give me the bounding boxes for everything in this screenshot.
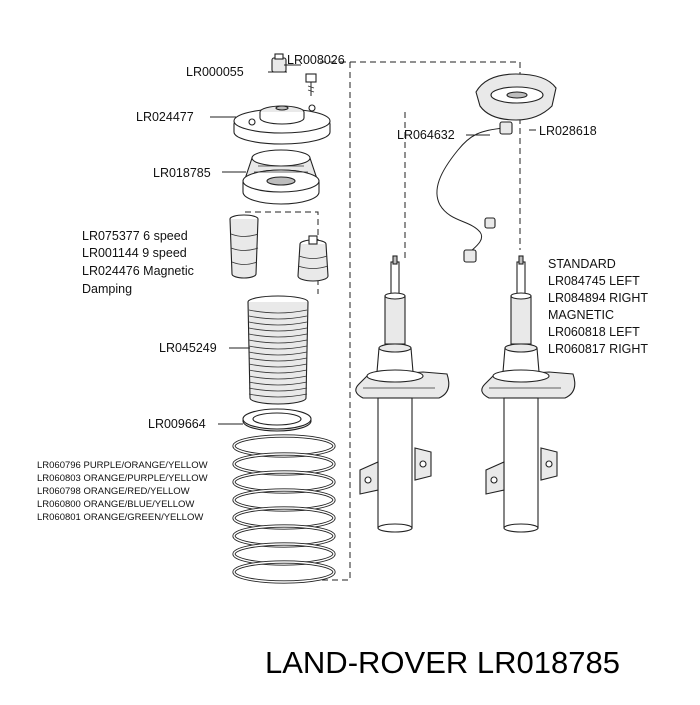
bump-stop-right-part [297,235,329,282]
strut-code-lr084745: LR084745 LEFT [548,274,640,288]
label-lr008026: LR008026 [287,53,345,67]
spring-code-1: LR060796 PURPLE/ORANGE/YELLOW [37,460,208,471]
strut-mount-bearing-part [242,149,320,205]
label-lr045249: LR045249 [159,341,217,355]
spring-code-2: LR060803 ORANGE/PURPLE/YELLOW [37,473,208,484]
spring-code-list: LR060796 PURPLE/ORANGE/YELLOW LR060803 O… [37,460,208,523]
strut-code-magnetic: MAGNETIC [548,308,614,322]
spring-code-3: LR060798 ORANGE/RED/YELLOW [37,486,190,497]
label-lr000055: LR000055 [186,65,244,79]
label-lr064632: LR064632 [397,128,455,142]
part-labels: LR008026 LR000055 LR024477 LR018785 LR07… [82,53,597,431]
upper-mount-right-part [475,73,557,121]
dust-boot-part [247,295,309,405]
label-lr024476-line2: Damping [82,282,132,296]
coil-spring-part [232,434,336,584]
strut-assembly-right [481,255,576,533]
upper-mount-plate-part [233,104,331,145]
footer-title: LAND-ROVER LR018785 [265,645,620,680]
top-bolt-part [305,73,317,96]
strut-code-lr060818: LR060818 LEFT [548,325,640,339]
label-lr018785: LR018785 [153,166,211,180]
strut-code-lr084894: LR084894 RIGHT [548,291,648,305]
top-nut-part [271,53,301,73]
strut-assembly-left [355,255,450,533]
label-lr075377: LR075377 6 speed [82,229,188,243]
spring-code-5: LR060801 ORANGE/GREEN/YELLOW [37,512,203,523]
label-lr024476-line1: LR024476 Magnetic [82,264,194,278]
label-lr001144: LR001144 9 speed [82,246,187,260]
dashed-guides [245,61,521,581]
label-lr028618: LR028618 [539,124,597,138]
spring-seat-part [242,408,312,432]
label-lr024477: LR024477 [136,110,194,124]
leader-lines [210,71,536,425]
wiring-sensor-part [436,121,513,263]
spring-code-4: LR060800 ORANGE/BLUE/YELLOW [37,499,194,510]
strut-code-standard: STANDARD [548,257,616,271]
bump-stop-left-part [229,214,259,279]
strut-code-lr060817: LR060817 RIGHT [548,342,648,356]
label-lr009664: LR009664 [148,417,206,431]
strut-code-list: STANDARD LR084745 LEFT LR084894 RIGHT MA… [548,257,648,356]
